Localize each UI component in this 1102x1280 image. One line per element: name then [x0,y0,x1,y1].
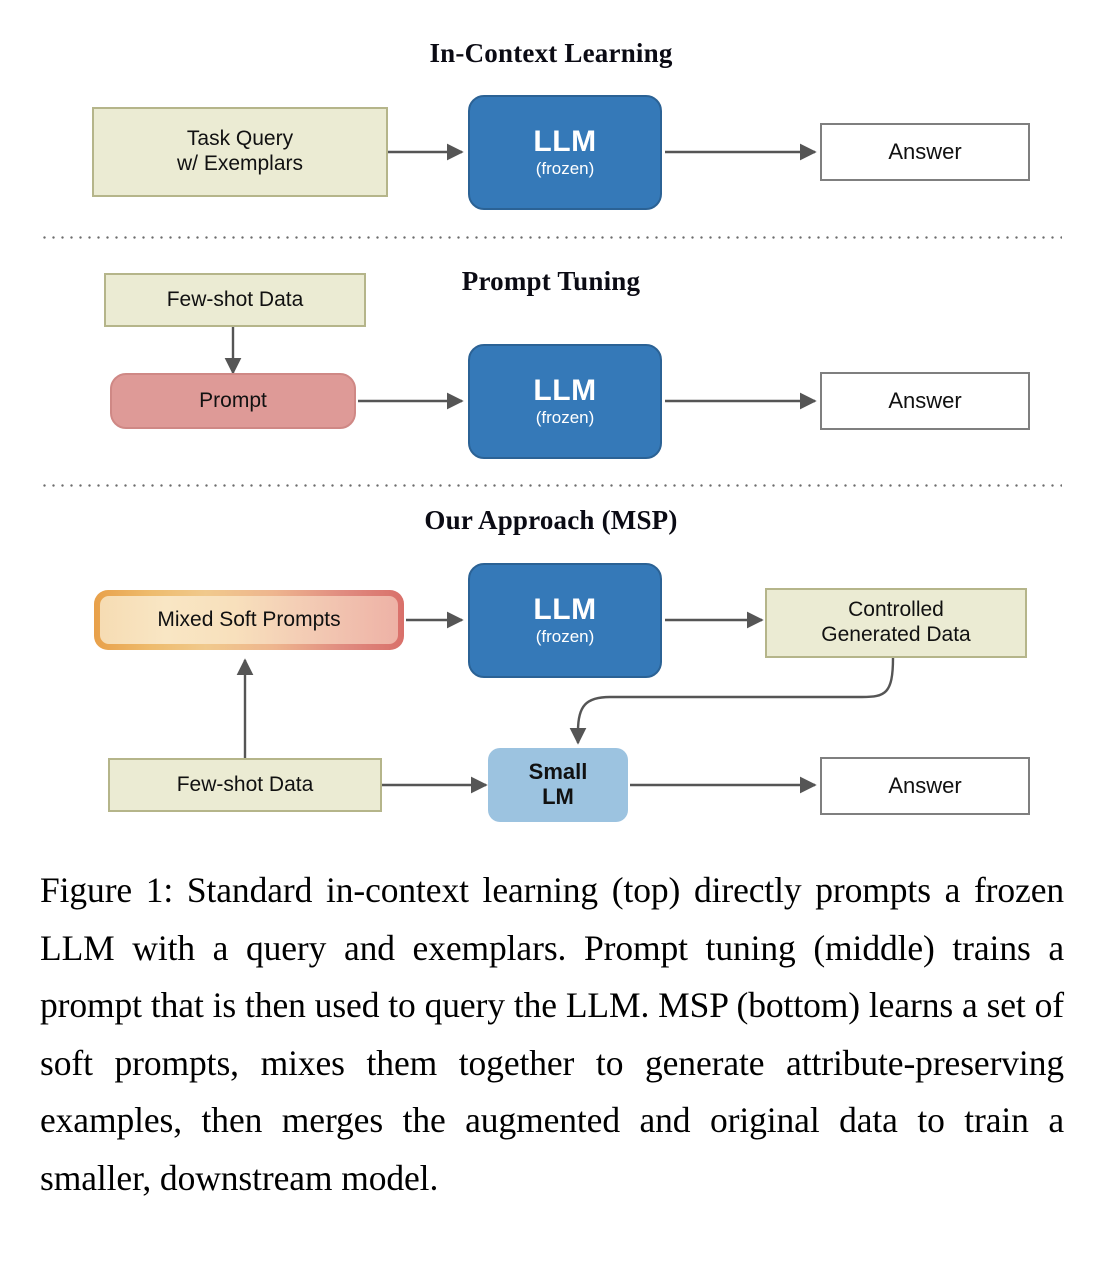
node-task-query-with-exemplars: Task Query w/ Exemplars [92,107,388,197]
task-query-line-1: Task Query [186,127,294,151]
small-lm-line-2: LM [542,784,574,809]
llm-sublabel: (frozen) [535,159,595,179]
panel-title-our-approach-msp: Our Approach (MSP) [424,505,678,535]
few-shot-data-label: Few-shot Data [176,772,314,796]
node-answer-panel1: Answer [820,123,1030,181]
node-answer-panel2: Answer [820,372,1030,430]
node-small-lm: Small LM [488,748,628,822]
panel-divider-2 [40,484,1062,487]
answer-label: Answer [888,773,962,799]
mixed-soft-prompts-label: Mixed Soft Prompts [157,607,341,631]
prompt-label: Prompt [199,388,267,412]
panel-divider-1 [40,236,1062,239]
node-answer-panel3: Answer [820,757,1030,815]
panel-title-in-context-learning: In-Context Learning [429,38,673,68]
mixed-soft-prompts-inner: Mixed Soft Prompts [100,596,398,644]
controlled-generated-data-line-2: Generated Data [821,623,971,646]
node-controlled-generated-data: Controlled Generated Data [765,588,1027,658]
node-llm-frozen-panel1: LLM (frozen) [468,95,662,210]
node-prompt: Prompt [110,373,356,429]
answer-label: Answer [888,388,962,414]
panel-title-prompt-tuning: Prompt Tuning [461,266,641,296]
llm-sublabel: (frozen) [535,408,595,428]
llm-label: LLM [533,373,597,407]
llm-sublabel: (frozen) [535,627,595,647]
node-llm-frozen-panel2: LLM (frozen) [468,344,662,459]
small-lm-line-1: Small [528,759,588,785]
node-mixed-soft-prompts: Mixed Soft Prompts [94,590,404,650]
node-llm-frozen-panel3: LLM (frozen) [468,563,662,678]
node-few-shot-data-panel2: Few-shot Data [104,273,366,327]
llm-label: LLM [533,592,597,626]
answer-label: Answer [888,139,962,165]
task-query-line-2: w/ Exemplars [176,152,304,175]
few-shot-data-label: Few-shot Data [166,287,304,311]
figure-caption: Figure 1: Standard in-context learning (… [40,870,1064,1198]
llm-label: LLM [533,124,597,158]
node-few-shot-data-panel3: Few-shot Data [108,758,382,812]
controlled-generated-data-line-1: Controlled [848,598,944,622]
